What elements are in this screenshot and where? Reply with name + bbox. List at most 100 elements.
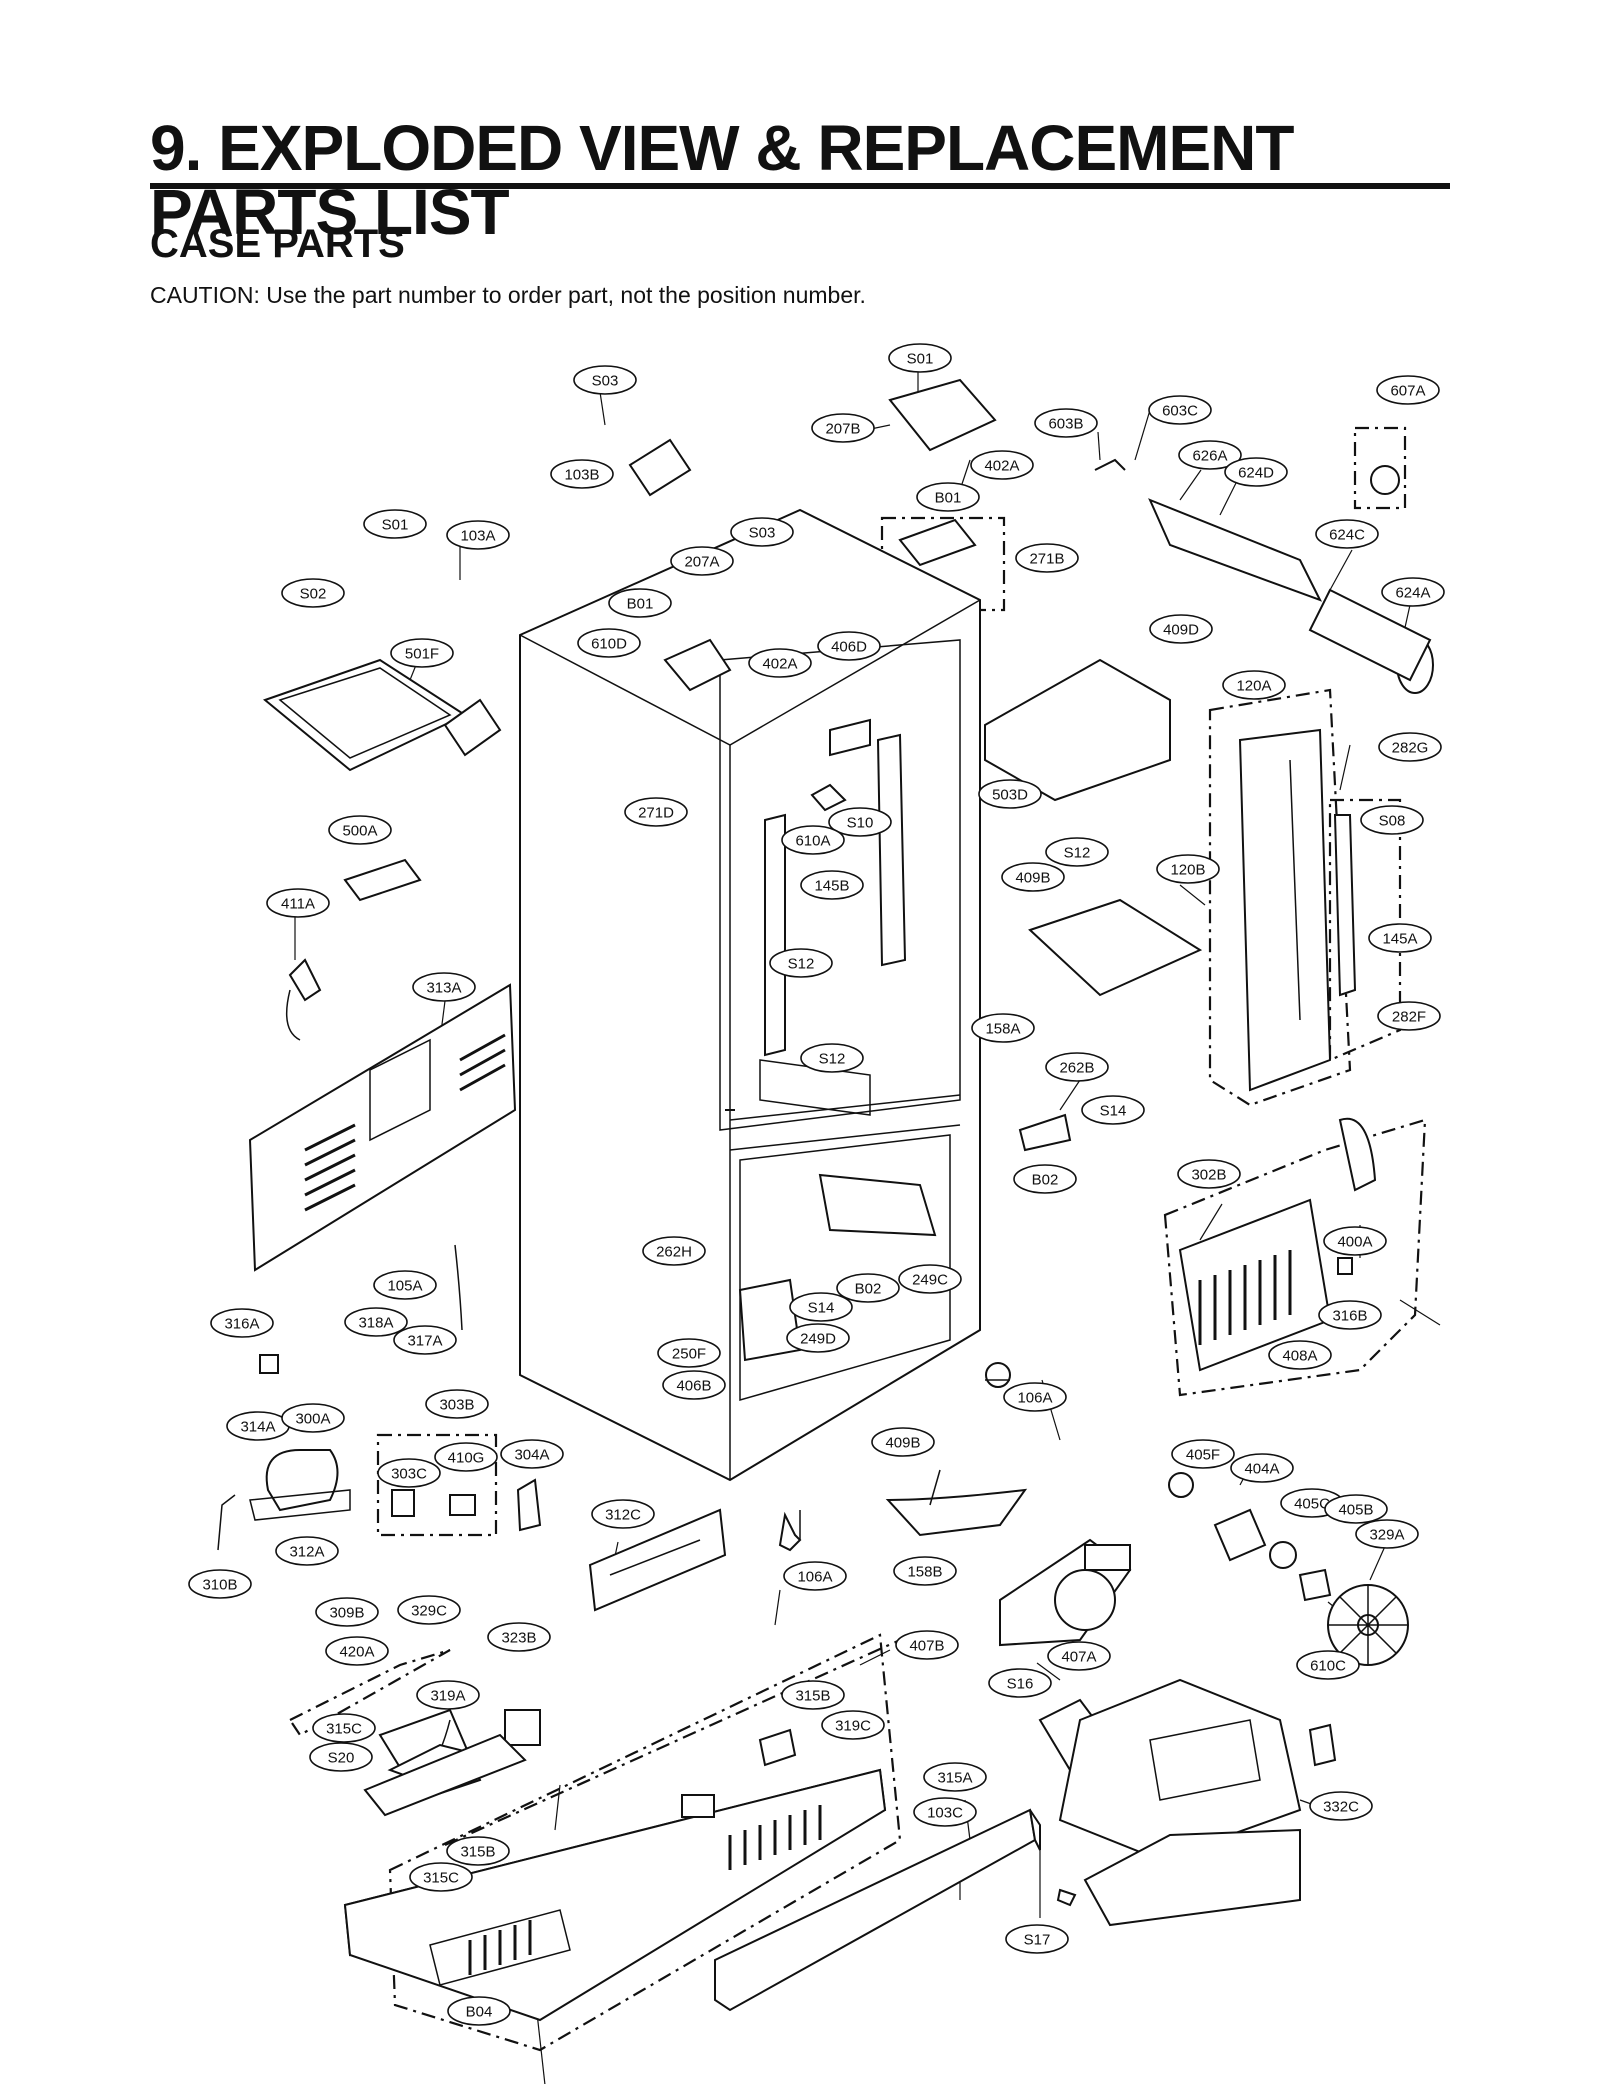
callout-label: 409B	[1015, 870, 1050, 887]
callout-303b: 303B	[425, 1389, 489, 1419]
callout-603b: 603B	[1034, 408, 1098, 438]
callout-103b: 103B	[550, 459, 614, 489]
callout-410g: 410G	[434, 1442, 498, 1472]
callout-label: 408A	[1282, 1348, 1317, 1365]
callout-label: 603C	[1162, 403, 1198, 420]
callout-label: S03	[592, 373, 619, 390]
title-divider	[150, 183, 1450, 189]
callout-label: 323B	[501, 1630, 536, 1647]
callout-s01: S01	[363, 509, 427, 539]
callout-304a: 304A	[500, 1439, 564, 1469]
callout-s03: S03	[730, 517, 794, 547]
callout-label: S02	[300, 586, 327, 603]
callout-label: 271B	[1029, 551, 1064, 568]
callout-label: 120A	[1236, 678, 1271, 695]
callout-145b: 145B	[800, 870, 864, 900]
callout-309b: 309B	[315, 1597, 379, 1627]
callout-label: 106A	[797, 1569, 832, 1586]
callout-323b: 323B	[487, 1622, 551, 1652]
callout-409d: 409D	[1149, 614, 1213, 644]
callout-313a: 313A	[412, 972, 476, 1002]
callout-label: 406B	[676, 1378, 711, 1395]
callout-312a: 312A	[275, 1536, 339, 1566]
callout-s20: S20	[309, 1742, 373, 1772]
callout-603c: 603C	[1148, 395, 1212, 425]
callout-316a: 316A	[210, 1308, 274, 1338]
callout-label: 316A	[224, 1316, 259, 1333]
callout-label: 106A	[1017, 1390, 1052, 1407]
callout-label: 407B	[909, 1638, 944, 1655]
callout-s10: S10	[828, 807, 892, 837]
callout-207a: 207A	[670, 546, 734, 576]
callout-315c: 315C	[409, 1862, 473, 1892]
callout-b02: B02	[836, 1273, 900, 1303]
callout-319a: 319A	[416, 1680, 480, 1710]
callout-610a: 610A	[781, 825, 845, 855]
callout-label: 607A	[1390, 383, 1425, 400]
callout-105a: 105A	[373, 1270, 437, 1300]
callout-s14: S14	[789, 1292, 853, 1322]
callout-label: S12	[819, 1051, 846, 1068]
callout-label: 626A	[1192, 448, 1227, 465]
callout-282g: 282G	[1378, 732, 1442, 762]
callout-406d: 406D	[817, 631, 881, 661]
callout-label: 420A	[339, 1644, 374, 1661]
callout-label: 407A	[1061, 1649, 1096, 1666]
callout-315b: 315B	[781, 1680, 845, 1710]
callout-314a: 314A	[226, 1411, 290, 1441]
callout-label: 610A	[795, 833, 830, 850]
callout-label: 500A	[342, 823, 377, 840]
callout-b01: B01	[916, 482, 980, 512]
callout-407a: 407A	[1047, 1641, 1111, 1671]
callout-319c: 319C	[821, 1710, 885, 1740]
callout-310b: 310B	[188, 1569, 252, 1599]
callout-label: 309B	[329, 1605, 364, 1622]
callout-s14: S14	[1081, 1095, 1145, 1125]
callout-626a: 626A	[1178, 440, 1242, 470]
callout-label: 610D	[591, 636, 627, 653]
callout-411a: 411A	[266, 888, 330, 918]
callout-label: S01	[382, 517, 409, 534]
callout-120a: 120A	[1222, 670, 1286, 700]
callout-label: 501F	[405, 646, 439, 663]
callout-s03: S03	[573, 365, 637, 395]
callout-s12: S12	[769, 948, 833, 978]
callout-label: 315B	[460, 1844, 495, 1861]
callout-312c: 312C	[591, 1499, 655, 1529]
section-title: CASE PARTS	[150, 222, 405, 266]
callout-label: 603B	[1048, 416, 1083, 433]
callout-250f: 250F	[657, 1338, 721, 1368]
callout-405f: 405F	[1171, 1439, 1235, 1469]
callout-label: 313A	[426, 980, 461, 997]
callout-label: 315C	[423, 1870, 459, 1887]
callout-158a: 158A	[971, 1013, 1035, 1043]
callout-271b: 271B	[1015, 543, 1079, 573]
callout-b04: B04	[447, 1996, 511, 2026]
callout-610c: 610C	[1296, 1650, 1360, 1680]
callout-label: 262B	[1059, 1060, 1094, 1077]
page-title: 9. EXPLODED VIEW & REPLACEMENT PARTS LIS…	[150, 112, 1294, 248]
callout-label: S08	[1379, 813, 1406, 830]
callout-332c: 332C	[1309, 1791, 1373, 1821]
callout-501f: 501F	[390, 638, 454, 668]
callout-315a: 315A	[923, 1762, 987, 1792]
callout-120b: 120B	[1156, 854, 1220, 884]
callout-s02: S02	[281, 578, 345, 608]
callout-label: 405F	[1186, 1447, 1220, 1464]
callout-label: S14	[808, 1300, 835, 1317]
callout-label: 207B	[825, 421, 860, 438]
callout-406b: 406B	[662, 1370, 726, 1400]
callout-145a: 145A	[1368, 923, 1432, 953]
callout-s01: S01	[888, 343, 952, 373]
callout-409b: 409B	[871, 1427, 935, 1457]
callout-label: 302B	[1191, 1167, 1226, 1184]
callout-label: 249C	[912, 1272, 948, 1289]
callout-624c: 624C	[1315, 519, 1379, 549]
callout-label: 303C	[391, 1466, 427, 1483]
callout-label: 103A	[460, 528, 495, 545]
callout-label: 120B	[1170, 862, 1205, 879]
callout-label: 402A	[762, 656, 797, 673]
callout-s16: S16	[988, 1668, 1052, 1698]
callout-label: 409B	[885, 1435, 920, 1452]
